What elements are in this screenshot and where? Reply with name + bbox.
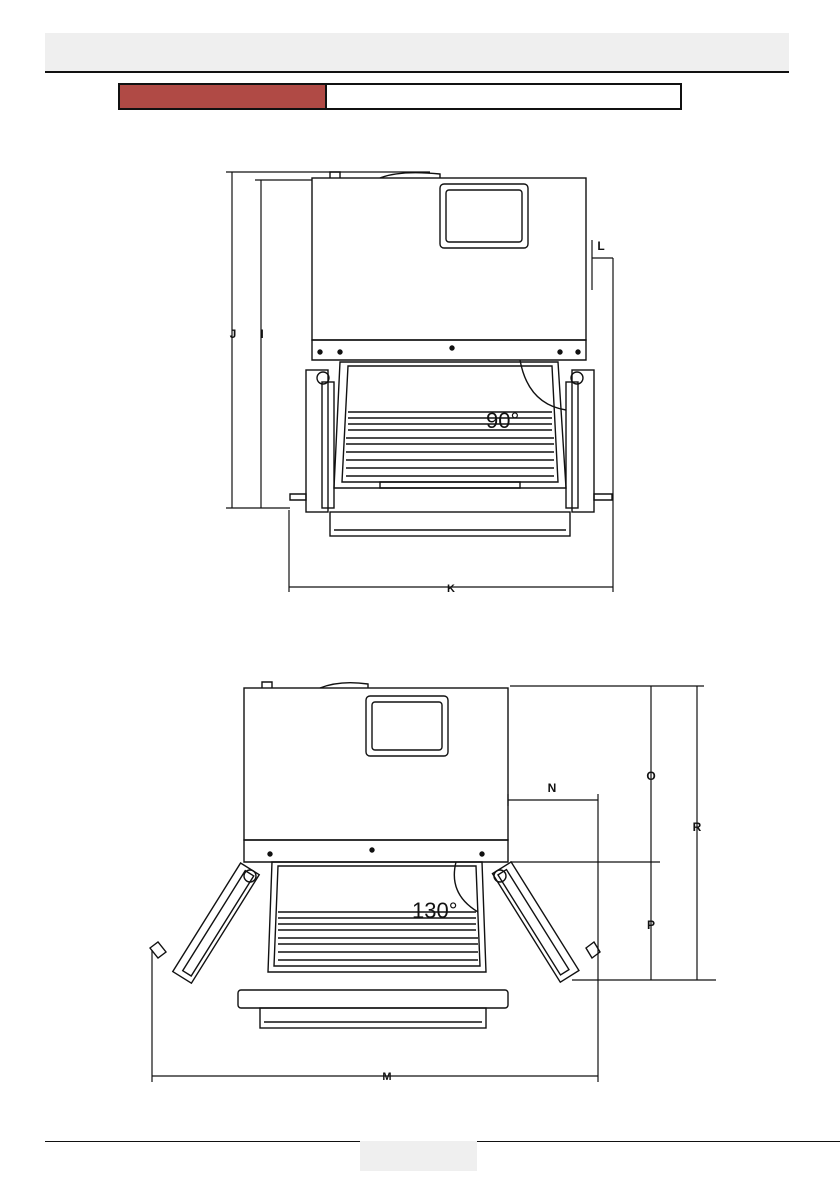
base-tray [330,512,570,536]
dim-k-label: K [447,583,455,595]
hinge-bar [312,340,586,360]
vent-window [440,184,528,248]
dim-p-label: P [647,918,655,932]
dim-r-label: R [693,820,702,834]
dim-m-label: M [382,1071,391,1083]
oven-cavity [334,362,566,488]
dimensions-top [226,172,613,592]
cabinet-body-2 [244,688,508,840]
dim-n-label: N [548,781,557,795]
page-number-box [360,1141,477,1171]
oven-130-diagram [150,682,600,1028]
vent-window-2 [366,696,448,756]
left-door [306,370,328,512]
dim-o-label: O [646,769,655,783]
base-tray-2 [238,990,508,1008]
dim-l-label: L [597,239,604,253]
right-door-open [492,862,578,982]
angle-arc-130 [454,862,478,912]
dim-i-label: I [260,327,263,341]
cabinet-body [312,178,586,340]
right-door [572,370,594,512]
angle-label-130: 130° [412,898,458,923]
oven-90-diagram [290,172,612,536]
hinge-bar-2 [244,840,508,862]
angle-label-90: 90° [486,408,519,433]
dim-j-label: J [230,327,237,341]
